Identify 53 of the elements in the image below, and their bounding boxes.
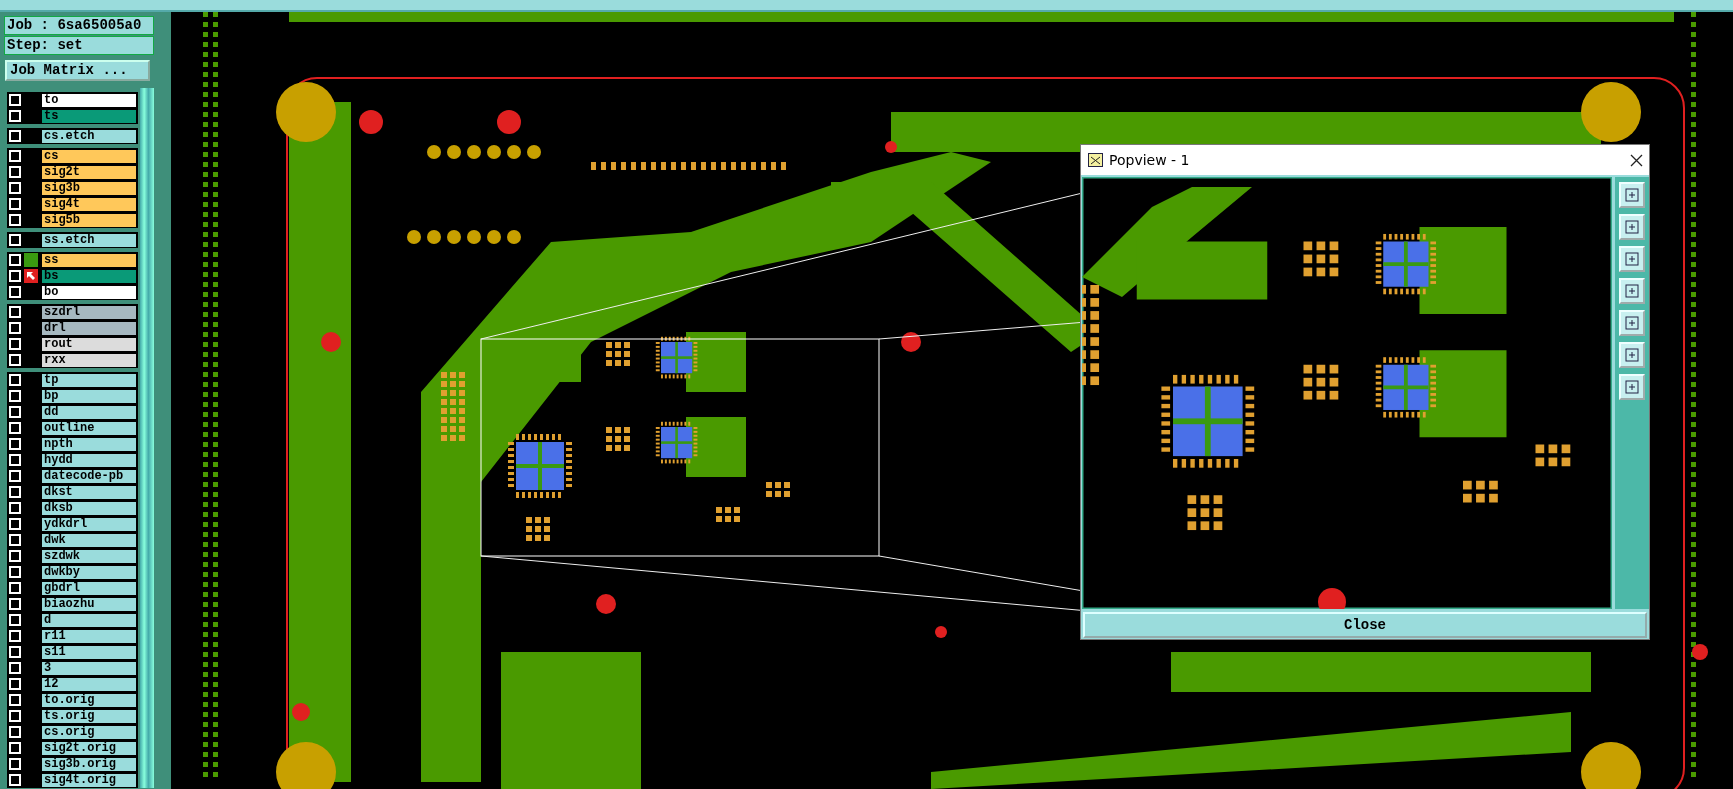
layer-name: sig3b (41, 181, 137, 196)
layer-name: tp (41, 373, 137, 388)
window-title: Popview - 1 (1109, 151, 1190, 169)
layer-name: sig2t (41, 165, 137, 180)
job-name-field: Job : 6sa65005a0 (4, 16, 154, 35)
layer-name: sig2t.orig (41, 741, 137, 756)
layer-name: szdwk (41, 549, 137, 564)
layer-name: gbdrl (41, 581, 137, 596)
layer-name: 12 (41, 677, 137, 692)
zoom-frame (480, 338, 880, 557)
guide-line (480, 193, 1081, 340)
layer-name: szdrl (41, 305, 137, 320)
layer-name: sig5b (41, 213, 137, 228)
step-name-field: Step: set (4, 36, 154, 55)
job-matrix-button: Job Matrix ... (5, 60, 150, 81)
close-button: Close (1083, 612, 1647, 638)
layer-name: bp (41, 389, 137, 404)
layer-name: to (41, 93, 137, 108)
layer-name: bs (41, 269, 137, 284)
layer-name: sig4t (41, 197, 137, 212)
layer-name: sig3b.orig (41, 757, 137, 772)
layer-name: sig4t.orig (41, 773, 137, 788)
guide-line (878, 322, 1081, 340)
layer-name: outline (41, 421, 137, 436)
layer-name: cs (41, 149, 137, 164)
layer-name: drl (41, 321, 137, 336)
layer-name: rout (41, 337, 137, 352)
layer-name: cs.etch (41, 129, 137, 144)
layer-name: ts (41, 109, 137, 124)
layer-name: s11 (41, 645, 137, 660)
popup-window (1080, 144, 1650, 640)
layer-name: ts.orig (41, 709, 137, 724)
layer-name: rxx (41, 353, 137, 368)
layer-name: d (41, 613, 137, 628)
guide-line (480, 555, 1081, 611)
layer-name: r11 (41, 629, 137, 644)
guide-line (878, 555, 1081, 591)
layer-name: biaozhu (41, 597, 137, 612)
layer-name: hydd (41, 453, 137, 468)
layer-name: dkst (41, 485, 137, 500)
layer-name: bo (41, 285, 137, 300)
layer-name: to.orig (41, 693, 137, 708)
layer-name: dwk (41, 533, 137, 548)
layer-name: dwkby (41, 565, 137, 580)
layer-name: ss (41, 253, 137, 268)
layer-name: ydkdrl (41, 517, 137, 532)
layer-name: npth (41, 437, 137, 452)
layer-name: datecode-pb (41, 469, 137, 484)
layer-name: ss.etch (41, 233, 137, 248)
layer-name: cs.orig (41, 725, 137, 740)
layer-name: 3 (41, 661, 137, 676)
layer-name: dksb (41, 501, 137, 516)
layer-name: dd (41, 405, 137, 420)
